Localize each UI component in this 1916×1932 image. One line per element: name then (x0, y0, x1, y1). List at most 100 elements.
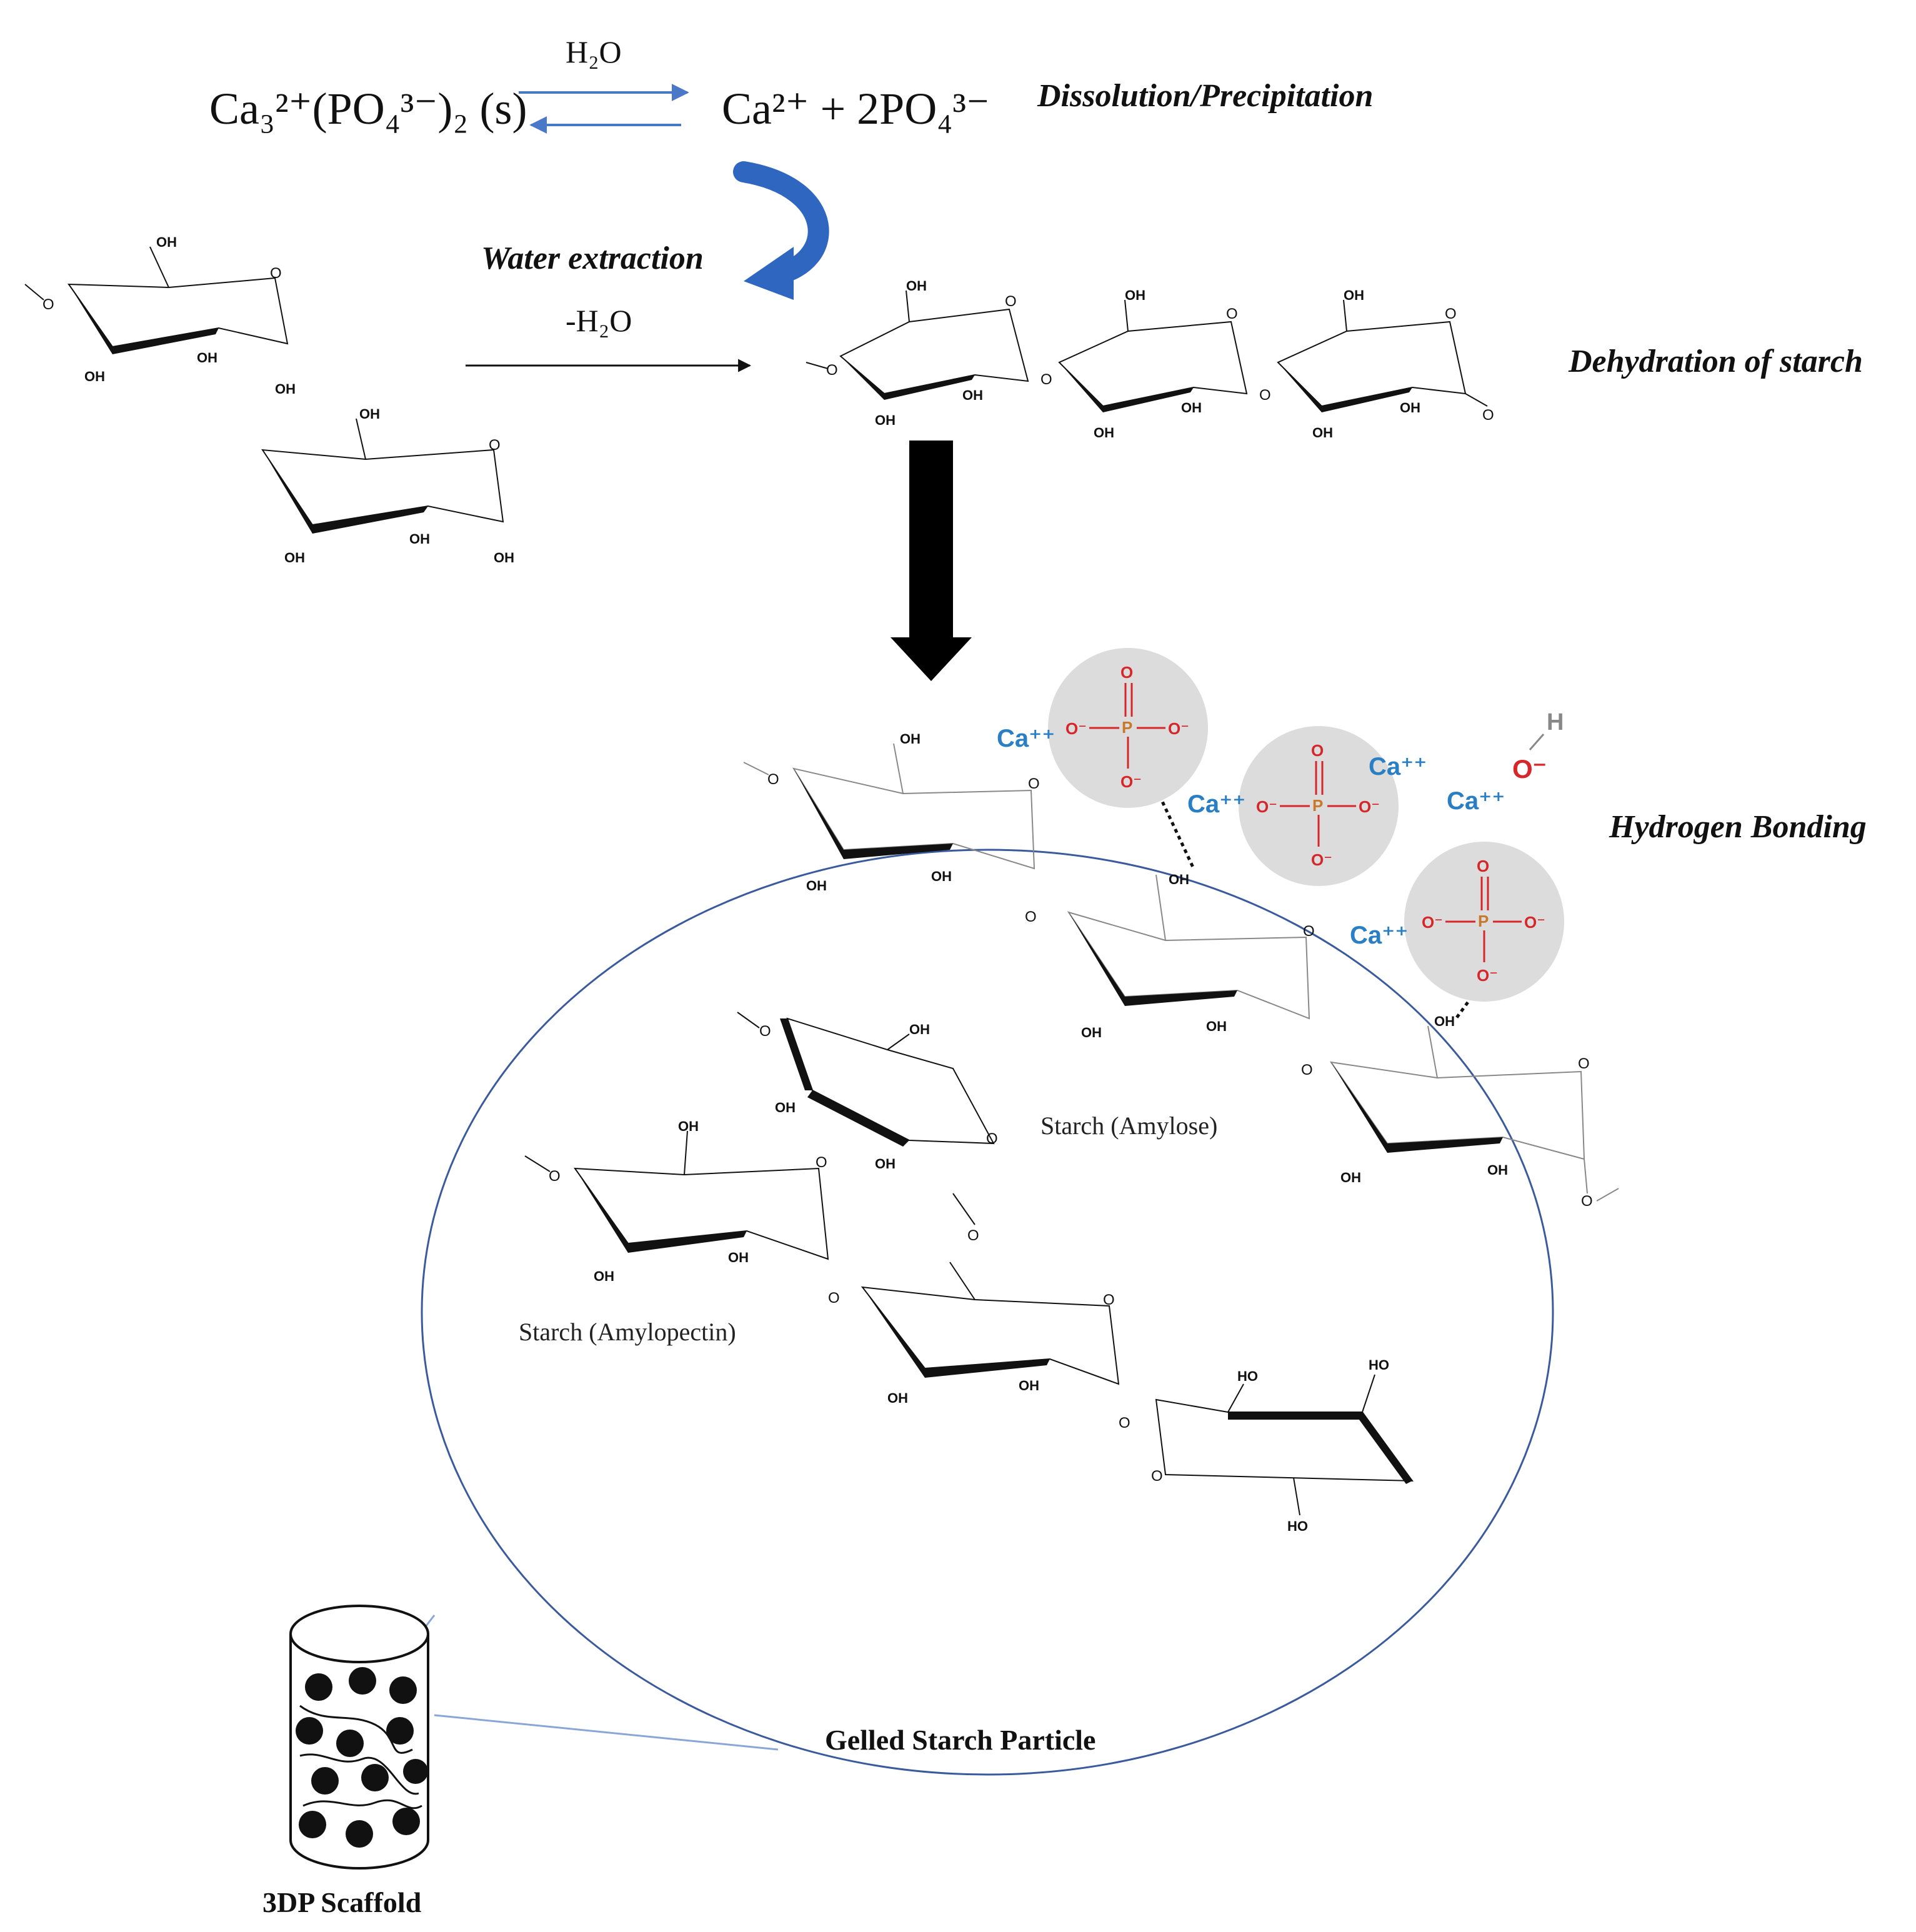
svg-text:O: O (1301, 1062, 1313, 1078)
svg-text:O: O (42, 296, 54, 313)
svg-text:OH: OH (1181, 400, 1202, 416)
svg-text:O⁻: O⁻ (1168, 719, 1189, 738)
svg-text:O: O (1311, 741, 1324, 760)
glucose-monomer-1: O OH O OH OH OH (24, 234, 296, 397)
dehydration-label: Dehydration of starch (1568, 344, 1863, 379)
svg-text:OH: OH (594, 1268, 614, 1284)
svg-text:O⁻: O⁻ (1512, 754, 1547, 784)
svg-text:OH: OH (1434, 1013, 1455, 1029)
svg-text:OH: OH (84, 369, 105, 384)
water-extraction-curved-arrow (733, 161, 829, 300)
svg-text:H: H (1547, 709, 1564, 735)
svg-text:O: O (1119, 1415, 1130, 1432)
calcium-ion-3: Ca⁺⁺ (1369, 753, 1427, 780)
equation-arrow-label: H₂O (566, 34, 622, 69)
svg-text:O⁻: O⁻ (1477, 966, 1498, 985)
gelled-particle-label: Gelled Starch Particle (825, 1724, 1095, 1756)
svg-text:OH: OH (909, 1022, 930, 1037)
svg-text:O: O (1120, 663, 1133, 682)
svg-text:O: O (1151, 1468, 1163, 1485)
gelled-particle-circle (421, 849, 1554, 1776)
phosphate-group-1: O P O⁻ O⁻ O⁻ (1048, 648, 1208, 808)
svg-text:HO: HO (1287, 1518, 1308, 1534)
svg-text:OH: OH (875, 412, 896, 428)
svg-text:OH: OH (1400, 400, 1420, 416)
svg-text:O⁻: O⁻ (1524, 913, 1545, 932)
svg-text:OH: OH (1169, 872, 1189, 887)
svg-text:O: O (1103, 1292, 1115, 1308)
svg-text:O: O (816, 1154, 827, 1171)
svg-text:O: O (1028, 775, 1040, 792)
scaffold-label: 3DP Scaffold (262, 1886, 422, 1918)
process-down-arrow (891, 441, 972, 681)
svg-text:OH: OH (962, 387, 983, 403)
svg-text:OH: OH (906, 278, 927, 294)
svg-text:OH: OH (1487, 1162, 1508, 1178)
svg-text:OH: OH (409, 531, 430, 547)
svg-text:O: O (759, 1023, 771, 1040)
dissolution-equation: Ca₃²⁺(PO₄³⁻)₂ (s) H₂O Ca²⁺ + 2PO₄³⁻ Diss… (209, 34, 1373, 134)
svg-text:OH: OH (1344, 287, 1364, 303)
calcium-ion-4: Ca⁺⁺ (1447, 787, 1505, 815)
svg-text:O: O (828, 1290, 840, 1307)
svg-text:O: O (1259, 387, 1271, 404)
svg-text:OH: OH (775, 1100, 796, 1115)
svg-text:OH: OH (1312, 425, 1333, 441)
svg-text:OH: OH (1081, 1025, 1102, 1040)
starch-chain-dehydrated: O OH O OH OH O OH O OH OH O OH O OH (806, 278, 1494, 441)
svg-text:OH: OH (806, 878, 827, 894)
svg-text:O: O (1226, 306, 1238, 322)
svg-text:P: P (1122, 718, 1132, 737)
svg-text:O: O (986, 1130, 998, 1147)
svg-text:O⁻: O⁻ (1256, 797, 1277, 816)
svg-text:O: O (1303, 923, 1315, 940)
svg-text:OH: OH (494, 550, 514, 565)
dehydration-arrow-label: -H₂O (566, 303, 632, 338)
svg-text:O⁻: O⁻ (1120, 772, 1142, 791)
svg-text:O: O (1477, 857, 1489, 875)
svg-text:OH: OH (887, 1390, 908, 1406)
svg-text:OH: OH (1125, 287, 1145, 303)
phosphate-group-3: O P O⁻ O⁻ O⁻ (1404, 842, 1564, 1002)
svg-text:OH: OH (197, 350, 217, 366)
svg-text:OH: OH (156, 234, 177, 250)
equation-reactant: Ca₃²⁺(PO₄³⁻)₂ (s) (209, 84, 527, 134)
svg-text:O⁻: O⁻ (1065, 719, 1087, 738)
calcium-ion-5: Ca⁺⁺ (1350, 922, 1408, 949)
calcium-ion-2: Ca⁺⁺ (1187, 790, 1245, 818)
svg-text:O: O (1578, 1055, 1590, 1072)
svg-text:O: O (1005, 293, 1017, 310)
svg-text:OH: OH (678, 1118, 699, 1134)
water-extraction-label: Water extraction (481, 241, 704, 276)
svg-text:O: O (1025, 909, 1037, 925)
svg-text:O: O (767, 771, 779, 788)
svg-text:OH: OH (359, 406, 380, 422)
svg-text:OH: OH (728, 1250, 749, 1265)
amylose-label: Starch (Amylose) (1040, 1112, 1217, 1140)
svg-text:O: O (549, 1168, 561, 1185)
dissolution-label: Dissolution/Precipitation (1037, 78, 1373, 114)
svg-text:OH: OH (275, 381, 296, 397)
svg-text:OH: OH (900, 731, 921, 747)
svg-text:OH: OH (1019, 1378, 1039, 1393)
calcium-ion-1: Ca⁺⁺ (997, 725, 1055, 752)
svg-text:O: O (1040, 371, 1052, 388)
svg-text:O⁻: O⁻ (1359, 797, 1380, 816)
amylopectin-label: Starch (Amylopectin) (519, 1318, 736, 1346)
amylose-chain-bonded: O OH O OH OH O OH O OH OH O OH O OH (743, 731, 1619, 1210)
scaffold-cylinder (289, 1605, 779, 1870)
svg-text:O: O (489, 437, 501, 454)
svg-text:HO: HO (1369, 1357, 1389, 1373)
svg-text:OH: OH (1340, 1170, 1361, 1185)
svg-text:HO: HO (1237, 1368, 1258, 1384)
glucose-monomer-2: OH O OH OH OH (261, 406, 514, 565)
hydroxide-ion: H O⁻ (1512, 709, 1564, 784)
svg-text:OH: OH (1094, 425, 1114, 441)
svg-text:O⁻: O⁻ (1311, 850, 1332, 869)
amylopectin-structure: O OH O OH OH O Starch (Amylose) O OH O O… (519, 1012, 1414, 1534)
svg-text:O: O (1581, 1193, 1593, 1210)
svg-text:OH: OH (931, 869, 952, 884)
hydrogen-bonding-label: Hydrogen Bonding (1609, 809, 1867, 845)
svg-text:O: O (270, 265, 282, 282)
